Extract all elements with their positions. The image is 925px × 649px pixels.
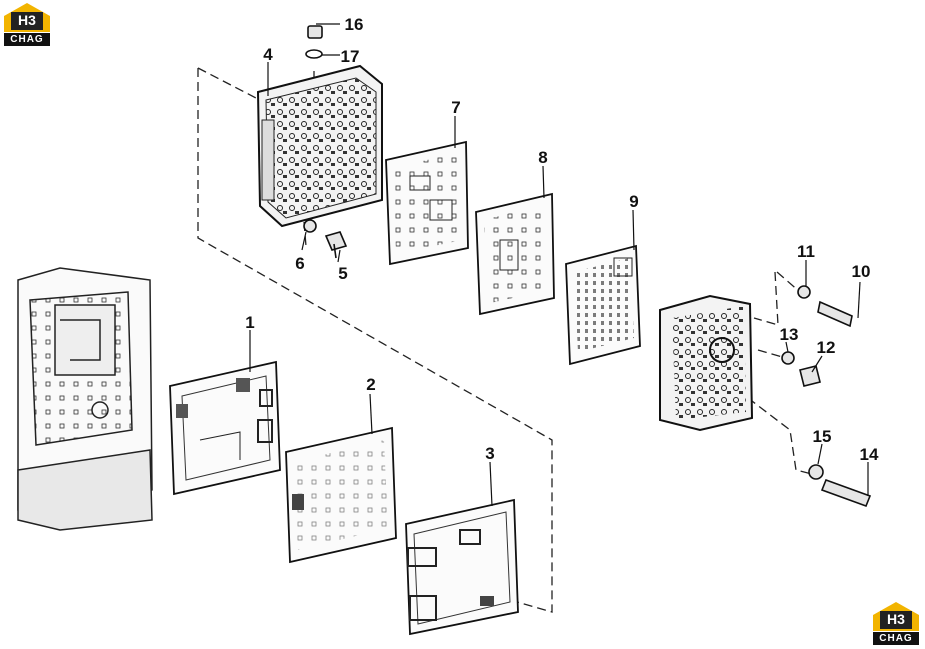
callout-12: 12	[817, 338, 836, 357]
callout-7: 7	[451, 98, 460, 117]
part-4-valve-body	[256, 64, 383, 228]
housing-fragment	[17, 267, 153, 531]
bolt-10	[817, 300, 853, 328]
callout-8: 8	[538, 148, 547, 167]
part-2-plate	[285, 426, 397, 564]
washer-11	[797, 285, 811, 299]
part-3-plate	[405, 498, 519, 636]
callout-15: 15	[813, 427, 832, 446]
fasteners	[303, 25, 872, 508]
ring-17	[305, 49, 323, 59]
assembly-guide-lines	[197, 67, 813, 613]
callout-4: 4	[263, 45, 273, 64]
callout-3: 3	[485, 444, 494, 463]
washer-13	[781, 351, 795, 365]
part-7-plate	[385, 140, 469, 266]
callout-5: 5	[338, 264, 347, 283]
house-logo-icon	[873, 602, 919, 631]
part-8-plate	[475, 192, 555, 316]
brand-name: CHAG	[873, 632, 919, 645]
callout-9: 9	[629, 192, 638, 211]
callout-10: 10	[852, 262, 871, 281]
screw-12	[799, 365, 821, 387]
washer-6	[303, 219, 317, 233]
part-1-plate	[169, 360, 281, 496]
plug-16	[307, 25, 323, 39]
brand-name: CHAG	[4, 33, 50, 46]
callout-2: 2	[366, 375, 375, 394]
callout-1: 1	[245, 313, 254, 332]
brand-mark: H3	[887, 611, 905, 627]
part-side-body	[659, 294, 754, 432]
callout-16: 16	[345, 15, 364, 34]
brand-logo-bottom: H3 CHAG	[871, 601, 921, 647]
callout-17: 17	[341, 47, 360, 66]
callout-11: 11	[797, 242, 815, 261]
washer-15	[808, 464, 824, 480]
callout-6: 6	[295, 254, 304, 273]
screw-5-head	[324, 231, 348, 251]
brand-logo-top: H3 CHAG	[2, 2, 52, 48]
callout-labels: 1 2 3 4 5 6 7 8 9 10 11 12 13 14 15 16 1…	[245, 15, 879, 464]
house-logo-icon	[4, 3, 50, 32]
callout-14: 14	[860, 445, 879, 464]
callout-13: 13	[780, 325, 799, 344]
leader-lines	[249, 23, 869, 507]
brand-mark: H3	[18, 12, 36, 28]
bolt-14	[820, 478, 872, 508]
part-9-plate	[565, 244, 641, 366]
